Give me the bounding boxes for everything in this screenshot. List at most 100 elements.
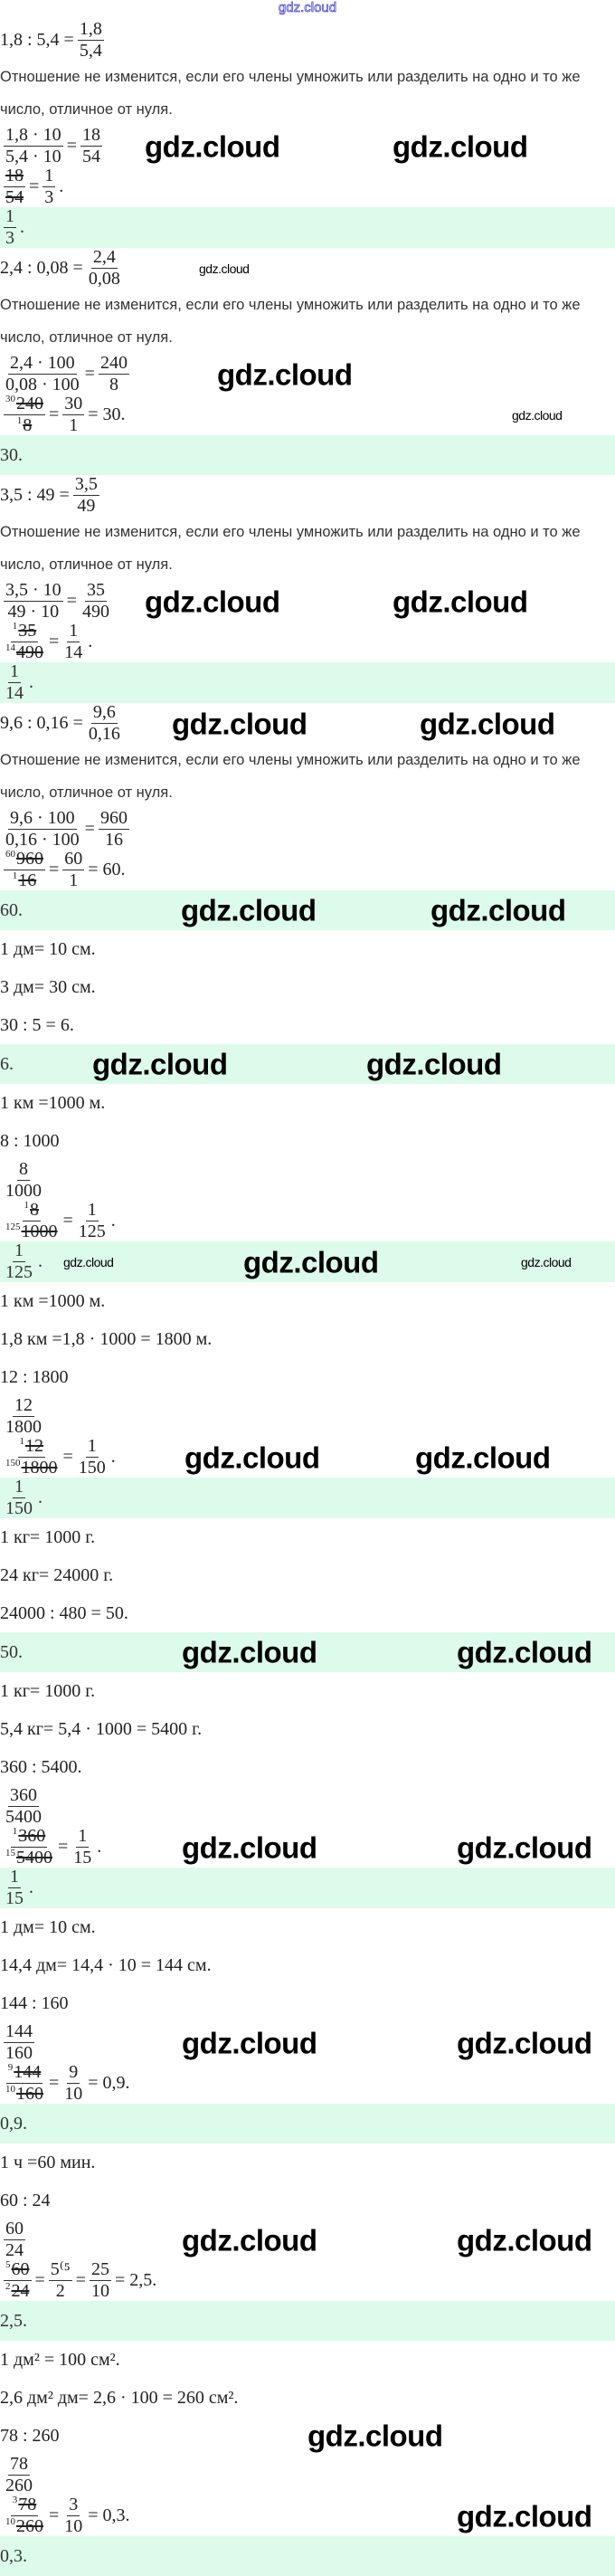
watermark: gdz.cloud — [145, 129, 280, 163]
numerator-value: 60 — [11, 2259, 30, 2279]
fraction: 2,4 · 100 0,08 · 100 — [4, 354, 81, 394]
math-text: 30. — [0, 444, 23, 465]
numerator-value: 35 — [18, 621, 37, 641]
math-text: = — [49, 2505, 60, 2525]
math-text: 3 дм= 30 см. — [0, 976, 96, 997]
numerator: 60 — [62, 850, 85, 870]
math-text: 1 кг= 1000 г. — [0, 1526, 96, 1547]
denominator-value: 10 — [64, 2516, 83, 2536]
equation-line: 14,4 дм= 14,4 · 10 = 144 см. — [0, 1946, 615, 1984]
math-text: 78 : 260 — [0, 2425, 60, 2446]
watermark: gdz.cloud — [366, 1047, 502, 1081]
numerator: 1 — [85, 1201, 99, 1221]
numerator: 60 — [4, 2220, 25, 2240]
reduced-denominator: 15 — [5, 1848, 15, 1858]
denominator: 0,08 · 100 — [4, 375, 81, 394]
denominator-value: 490 — [16, 642, 43, 662]
math-text: = — [66, 591, 77, 611]
watermark: gdz.cloud — [457, 1830, 592, 1864]
denominator-value: 5,4 — [79, 41, 102, 61]
denominator: 5,4 — [78, 41, 104, 61]
numerator: 9,6 · 100 — [8, 809, 77, 830]
rule-text: Отношение не изменится, если его члены у… — [0, 297, 581, 346]
watermark: gdz.cloud — [182, 1635, 317, 1669]
denominator: 1800 — [4, 1417, 43, 1437]
denominator: 10 — [62, 2084, 84, 2104]
math-text: 60 : 24 — [0, 2190, 51, 2210]
denominator: 150 — [4, 1498, 34, 1518]
denominator: 14 — [4, 683, 25, 703]
denominator-value: 49 — [77, 496, 96, 516]
denominator-value: 5,4 · 10 — [5, 147, 62, 166]
math-text: 0,9. — [0, 2113, 27, 2134]
numerator: 560 — [4, 2259, 32, 2281]
numerator: 1 — [67, 622, 80, 642]
numerator: 144 — [4, 2022, 34, 2043]
math-text: . — [97, 1837, 102, 1857]
denominator: 54 — [80, 147, 102, 166]
denominator: 490 — [80, 602, 111, 622]
equation-line: 1 кг= 1000 г. — [0, 1518, 615, 1556]
math-text: 24000 : 480 = 50. — [0, 1602, 128, 1623]
equation-line: 360 : 5400. — [0, 1748, 615, 1786]
math-text: . — [59, 176, 64, 196]
math-text: . — [88, 632, 93, 651]
equation-line: 2,6 дм² дм= 2,6 · 100 = 260 см². — [0, 2379, 615, 2417]
watermark: gdz.cloud — [457, 2499, 592, 2533]
reduced-denominator: 1 — [16, 415, 23, 426]
numerator: 9,6 — [90, 703, 118, 724]
numerator-value: 960 — [16, 849, 43, 869]
numerator: 35 — [84, 581, 107, 602]
numerator-value: 1 — [44, 166, 54, 185]
numerator-value: 2,4 · 100 — [10, 353, 75, 373]
reduced-numerator: 5 — [5, 2259, 11, 2270]
numerator: 1,8 · 10 — [4, 126, 63, 147]
site-logo[interactable]: gdz.cloud — [278, 0, 337, 15]
numerator-value: 1 — [14, 1240, 24, 1260]
math-text: 12 : 1800 — [0, 1366, 69, 1387]
math-text: = — [49, 404, 60, 424]
math-text: . — [38, 1251, 43, 1271]
numerator-value: 1 — [5, 206, 14, 226]
watermark: gdz.cloud — [457, 2026, 592, 2059]
denominator: 8 — [108, 375, 120, 394]
math-text: . — [29, 1877, 33, 1897]
numerator-value: 9,6 · 100 — [10, 808, 75, 828]
reduced-denominator: 125 — [5, 1221, 21, 1232]
denominator-value: 5400 — [5, 1807, 42, 1827]
denominator-value: 3 — [5, 228, 14, 248]
math-text: 2,5. — [0, 2310, 27, 2331]
equation-line: 5,4 кг= 5,4 · 1000 = 5400 г. — [0, 1710, 615, 1748]
denominator-value: 24 — [11, 2281, 30, 2301]
numerator: 3,5 — [72, 475, 99, 496]
math-text: = — [49, 860, 60, 879]
reduced-numerator: 60 — [5, 849, 15, 860]
watermark: gdz.cloud — [521, 1254, 572, 1269]
numerator: 18 — [4, 166, 25, 187]
numerator: 378 — [10, 2495, 39, 2516]
denominator-value: 160 — [5, 2043, 33, 2063]
answer-line: 0,3. — [0, 2536, 615, 2576]
denominator-value: 2 — [55, 2281, 65, 2301]
watermark: gdz.cloud — [63, 1254, 114, 1269]
